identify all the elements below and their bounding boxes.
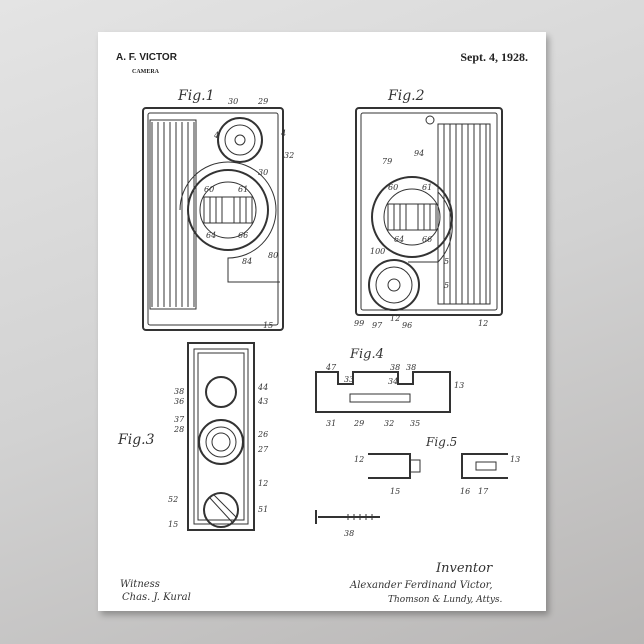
svg-text:61: 61 [238,185,248,194]
figure-2: Fig.2 94 79 60 61 64 66 100 5 5 99 97 96… [354,88,502,330]
svg-text:12: 12 [258,479,268,488]
svg-text:80: 80 [268,251,278,260]
figure-3: Fig.3 38 36 44 43 37 28 26 27 12 52 51 1… [117,343,269,530]
svg-text:33: 33 [344,375,354,384]
svg-text:29: 29 [353,419,364,428]
svg-text:12: 12 [390,314,400,323]
svg-text:100: 100 [370,247,385,256]
figure-4: Fig.4 47 33 38 34 38 13 31 29 32 35 [316,347,464,428]
svg-text:15: 15 [168,520,178,529]
svg-text:52: 52 [168,495,178,504]
svg-text:38: 38 [344,529,354,538]
svg-text:64: 64 [394,235,404,244]
inventor-heading: Inventor [435,561,493,576]
svg-text:16: 16 [460,487,470,496]
svg-text:60: 60 [204,185,214,194]
svg-text:32: 32 [284,151,294,160]
figure-1-label: Fig.1 [177,88,215,104]
svg-text:36: 36 [174,397,184,406]
svg-text:32: 32 [384,419,394,428]
svg-text:99: 99 [354,319,364,328]
figure-4-label: Fig.4 [349,347,384,362]
witness-heading: Witness [120,579,160,590]
figure-3-label: Fig.3 [117,432,155,448]
svg-text:96: 96 [402,321,412,330]
svg-text:5: 5 [444,281,449,290]
figure-5-label: Fig.5 [425,435,457,449]
svg-text:60: 60 [388,183,398,192]
svg-text:4: 4 [213,131,219,140]
svg-text:34: 34 [388,377,398,386]
svg-text:97: 97 [372,321,383,330]
patent-drawing: Fig.1 30 29 4 4 32 30 60 61 64 66 84 80 … [98,32,546,611]
attorneys-signature: Thomson & Lundy, Attys. [388,595,503,605]
svg-text:27: 27 [257,445,269,454]
svg-text:94: 94 [414,149,424,158]
figure-2-label: Fig.2 [387,88,425,104]
svg-text:28: 28 [173,425,184,434]
svg-text:12: 12 [354,455,364,464]
svg-text:84: 84 [242,257,252,266]
svg-text:38: 38 [406,363,416,372]
svg-text:66: 66 [238,231,248,240]
svg-text:35: 35 [410,419,420,428]
svg-text:13: 13 [454,381,464,390]
svg-text:5: 5 [444,257,449,266]
svg-text:15: 15 [390,487,400,496]
screw-part: 38 [316,510,380,538]
witness-signature: Chas. J. Kural [122,592,191,603]
svg-text:37: 37 [174,415,185,424]
svg-text:38: 38 [390,363,400,372]
svg-text:44: 44 [257,383,268,392]
svg-text:30: 30 [228,97,238,106]
svg-text:61: 61 [422,183,432,192]
svg-text:31: 31 [326,419,336,428]
svg-text:43: 43 [257,397,268,406]
figure-1: Fig.1 30 29 4 4 32 30 60 61 64 66 84 80 … [143,88,294,330]
svg-text:12: 12 [478,319,488,328]
svg-text:29: 29 [257,97,268,106]
figure-5: Fig.5 12 13 15 16 17 [354,435,520,496]
patent-poster: A. F. VICTOR CAMERA Sept. 4, 1928. Fig.1… [98,32,546,611]
svg-text:38: 38 [174,387,184,396]
inventor-signature: Alexander Ferdinand Victor, [349,580,493,591]
svg-text:15: 15 [263,321,273,330]
svg-text:64: 64 [206,231,216,240]
svg-text:30: 30 [258,168,268,177]
svg-text:79: 79 [382,157,392,166]
svg-text:66: 66 [422,235,432,244]
svg-text:13: 13 [510,455,520,464]
svg-text:51: 51 [258,505,268,514]
svg-text:47: 47 [325,363,337,372]
svg-text:17: 17 [478,487,489,496]
svg-text:4: 4 [280,129,286,138]
svg-text:26: 26 [257,430,268,439]
